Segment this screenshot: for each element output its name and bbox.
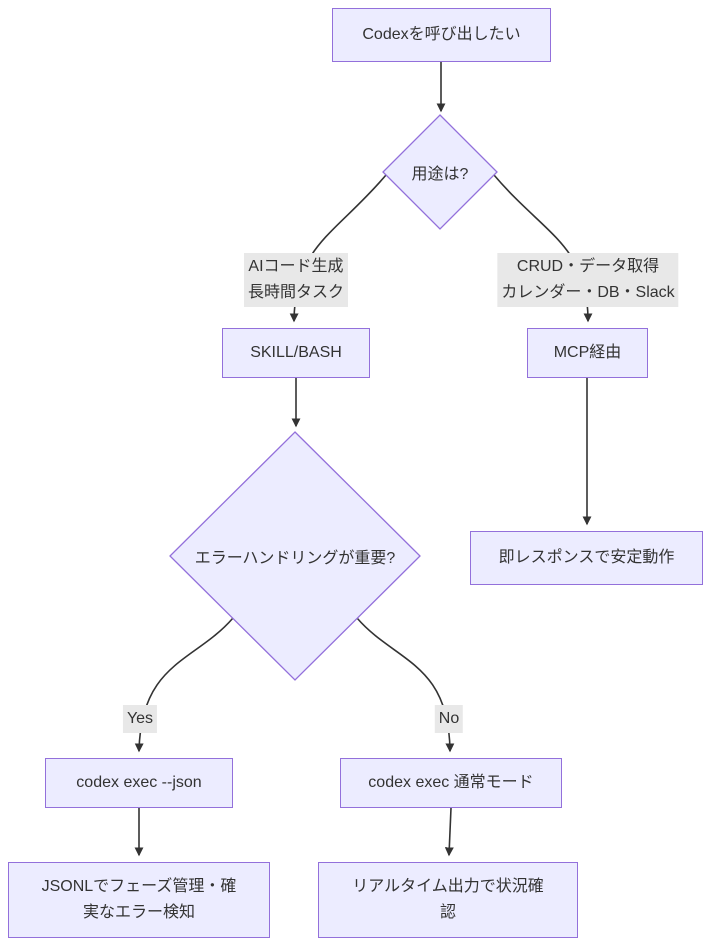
node-label: 用途は? xyxy=(411,166,469,183)
node-label-line: JSONLでフェーズ管理・確 xyxy=(41,878,237,895)
edge-label-text: Yes xyxy=(126,710,154,727)
node-label: codex exec --json xyxy=(76,774,202,791)
node-realtime-output: リアルタイム出力で状況確 認 xyxy=(318,862,578,938)
edge-label-mcp-branch: CRUD・データ取得 カレンダー・DB・Slack xyxy=(497,253,679,307)
node-codex-exec-normal: codex exec 通常モード xyxy=(340,758,562,808)
node-label: エラーハンドリングが重要? xyxy=(194,550,396,567)
node-label-line: 実なエラー検知 xyxy=(82,904,195,921)
node-label-line: 認 xyxy=(439,904,456,921)
node-label: codex exec 通常モード xyxy=(368,774,534,791)
node-label: MCP経由 xyxy=(553,344,622,361)
node-skill-bash: SKILL/BASH xyxy=(222,328,370,378)
node-start: Codexを呼び出したい xyxy=(332,8,551,62)
node-label: 即レスポンスで安定動作 xyxy=(498,549,675,566)
decision-diamond-usage xyxy=(382,114,498,230)
node-mcp: MCP経由 xyxy=(527,328,648,378)
edge-execnormal-to-realtime xyxy=(444,807,454,857)
node-jsonl-phase-management: JSONLでフェーズ管理・確 実なエラー検知 xyxy=(8,862,270,938)
decision-diamond-error-handling xyxy=(169,431,421,681)
node-error-decision-label: エラーハンドリングが重要? xyxy=(195,544,396,568)
node-stable-response: 即レスポンスで安定動作 xyxy=(470,531,703,585)
edge-label-no: No xyxy=(434,705,464,733)
node-codex-exec-json: codex exec --json xyxy=(45,758,233,808)
edge-label-text: CRUD・データ取得 xyxy=(516,258,660,275)
node-usage-decision-label: 用途は? xyxy=(412,160,469,184)
node-label: Codexを呼び出したい xyxy=(362,26,521,43)
edge-label-text: AIコード生成 xyxy=(248,258,344,275)
edge-label-yes: Yes xyxy=(122,705,158,733)
edge-label-text: カレンダー・DB・Slack xyxy=(501,284,675,301)
node-label-line: リアルタイム出力で状況確 xyxy=(352,878,544,895)
edge-label-text: No xyxy=(438,710,460,727)
node-label: SKILL/BASH xyxy=(250,344,342,361)
edge-label-skill-branch: AIコード生成 長時間タスク xyxy=(243,253,349,307)
edge-label-text: 長時間タスク xyxy=(247,284,345,301)
